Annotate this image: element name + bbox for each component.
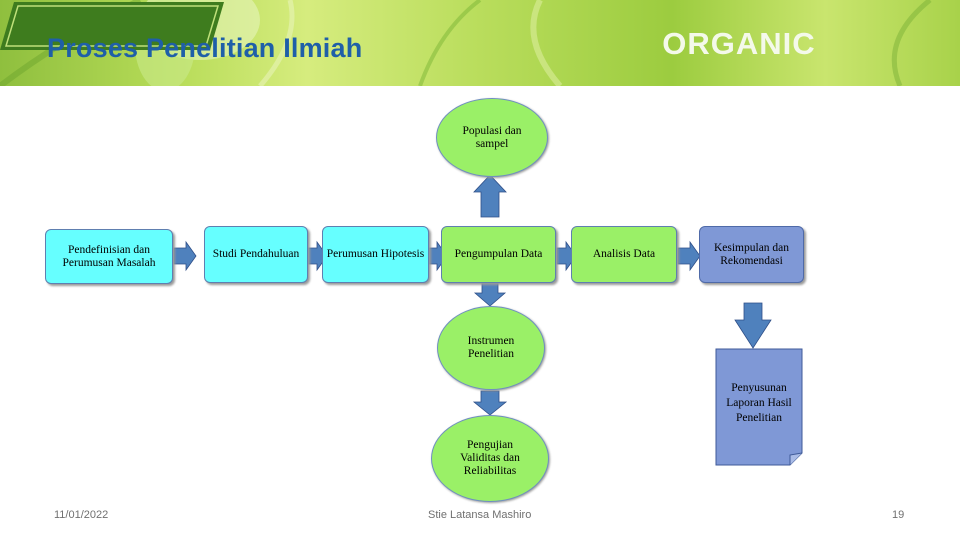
footer-center-text: Stie Latansa Mashiro xyxy=(428,509,532,521)
node-research-instrument: Instrumen Penelitian xyxy=(437,306,545,390)
report-document xyxy=(715,348,803,466)
step-box-preliminary-study: Studi Pendahuluan xyxy=(204,226,308,283)
step-label: Kesimpulan dan Rekomendasi xyxy=(713,241,790,267)
step-box-conclusion: Kesimpulan dan Rekomendasi xyxy=(699,226,804,283)
arrow-down-instrument xyxy=(473,282,507,307)
step-box-hypothesis: Perumusan Hipotesis xyxy=(322,226,429,283)
node-label: Pengujian Validitas dan Reliabilitas xyxy=(460,439,520,477)
arrow-up-population xyxy=(473,174,507,218)
step-label: Studi Pendahuluan xyxy=(212,248,300,260)
report-label: Penyusunan Laporan Hasil Penelitian xyxy=(726,382,792,424)
step-label: Perumusan Hipotesis xyxy=(326,248,425,260)
step-label: Pendefinisian dan Perumusan Masalah xyxy=(62,243,156,269)
footer-page-number: 19 xyxy=(892,509,905,521)
arrow-down-report xyxy=(734,302,772,349)
page-title: Proses Penelitian Ilmiah xyxy=(47,33,363,63)
step-box-data-analysis: Analisis Data xyxy=(571,226,677,283)
step-box-data-collection: Pengumpulan Data xyxy=(441,226,556,283)
logo-text: ORGANIC xyxy=(662,26,816,61)
arrow-down-testing xyxy=(472,390,508,416)
arrow-right-5 xyxy=(677,240,701,272)
node-label: Populasi dan sampel xyxy=(462,124,522,150)
node-label: Instrumen Penelitian xyxy=(467,335,515,360)
step-box-problem-definition: Pendefinisian dan Perumusan Masalah xyxy=(45,229,173,284)
node-population-sample: Populasi dan sampel xyxy=(436,98,548,177)
node-validity-reliability: Pengujian Validitas dan Reliabilitas xyxy=(431,415,549,502)
logo-shape xyxy=(0,2,224,50)
step-label: Analisis Data xyxy=(592,248,656,260)
header-banner: ORGANIC Proses Penelitian Ilmiah xyxy=(0,0,960,86)
arrow-right-1 xyxy=(173,240,197,272)
footer-date: 11/01/2022 xyxy=(54,509,109,521)
step-label: Pengumpulan Data xyxy=(454,248,543,260)
